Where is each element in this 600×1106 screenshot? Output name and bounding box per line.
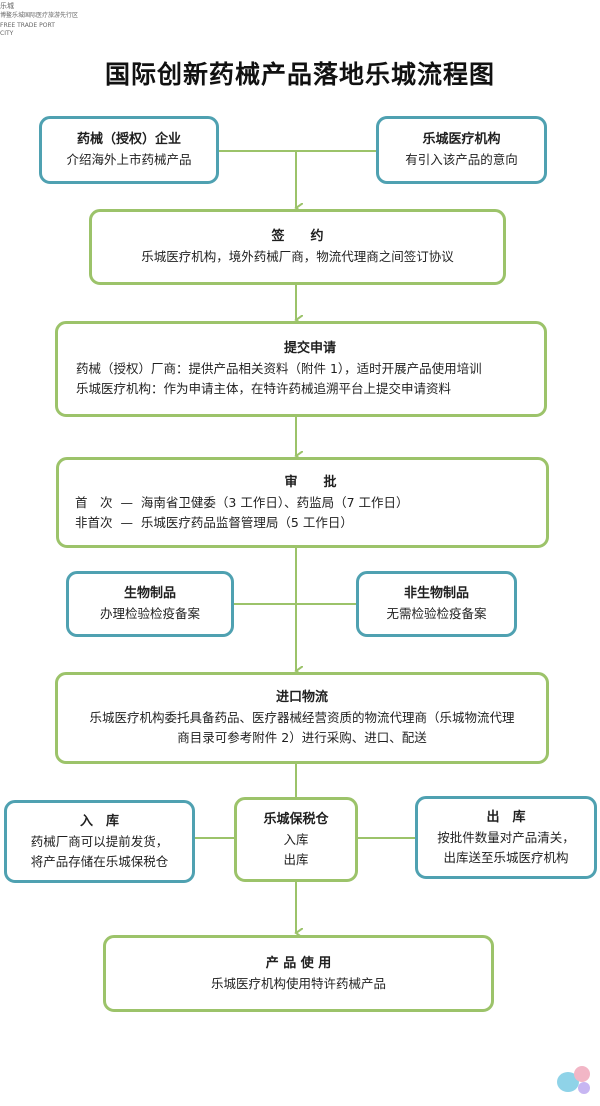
node-enterprise-title: 药械（授权）企业 bbox=[76, 132, 181, 147]
node-sign: 签 约 乐城医疗机构，境外药械厂商，物流代理商之间签订协议 bbox=[89, 209, 506, 285]
node-bio: 生物制品 办理检验检疫备案 bbox=[66, 571, 234, 637]
node-institution-desc: 有引入该产品的意向 bbox=[405, 152, 518, 167]
node-outbound-line-2: 出库送至乐城医疗机构 bbox=[443, 849, 569, 865]
node-approve: 审 批 首 次 — 海南省卫健委（3 工作日）、药监局（7 工作日） 非首次 —… bbox=[56, 457, 549, 548]
logo-line-2: 博鳌乐城国际医疗旅游先行区 bbox=[0, 12, 79, 19]
node-use-title: 产 品 使 用 bbox=[265, 955, 332, 971]
node-sign-desc: 乐城医疗机构，境外药械厂商，物流代理商之间签订协议 bbox=[141, 249, 454, 264]
node-enterprise: 药械（授权）企业 介绍海外上市药械产品 bbox=[39, 116, 219, 184]
node-enterprise-desc: 介绍海外上市药械产品 bbox=[66, 152, 192, 167]
node-outbound-title: 出 库 bbox=[486, 809, 526, 825]
node-import-line-1: 乐城医疗机构委托具备药品、医疗器械经营资质的物流代理商（乐城物流代理 bbox=[89, 710, 515, 725]
node-institution-title: 乐城医疗机构 bbox=[422, 132, 501, 147]
node-approve-line-2: 非首次 — 乐城医疗药品监督管理局（5 工作日） bbox=[75, 514, 353, 530]
node-submit-title: 提交申请 bbox=[283, 341, 336, 356]
node-bio-title: 生物制品 bbox=[123, 586, 176, 601]
logo: 乐城 博鳌乐城国际医疗旅游先行区 FREE TRADE PORT CITY bbox=[0, 0, 78, 50]
node-use-desc: 乐城医疗机构使用特许药械产品 bbox=[210, 975, 386, 991]
node-import-title: 进口物流 bbox=[275, 690, 328, 705]
node-warehouse-title: 乐城保税仓 bbox=[263, 811, 329, 827]
logo-line-3: FREE TRADE PORT bbox=[0, 22, 55, 29]
node-import-line-2: 商目录可参考附件 2）进行采购、进口、配送 bbox=[177, 730, 427, 745]
node-outbound: 出 库 按批件数量对产品清关， 出库送至乐城医疗机构 bbox=[415, 796, 597, 879]
node-approve-line-1: 首 次 — 海南省卫健委（3 工作日）、药监局（7 工作日） bbox=[75, 494, 409, 510]
node-nonbio: 非生物制品 无需检验检疫备案 bbox=[356, 571, 517, 637]
node-warehouse-line-1: 入库 bbox=[283, 831, 309, 847]
node-inbound-line-1: 药械厂商可以提前发货， bbox=[30, 833, 169, 849]
node-bio-desc: 办理检验检疫备案 bbox=[99, 606, 200, 621]
node-import: 进口物流 乐城医疗机构委托具备药品、医疗器械经营资质的物流代理商（乐城物流代理 … bbox=[55, 672, 549, 764]
node-warehouse: 乐城保税仓 入库 出库 bbox=[234, 797, 358, 882]
node-submit-line-2: 乐城医疗机构：作为申请主体，在特许药械追溯平台上提交申请资料 bbox=[76, 381, 452, 396]
node-submit-line-1: 药械（授权）厂商：提供产品相关资料（附件 1），适时开展产品使用培训 bbox=[76, 361, 482, 376]
mascot-decoration-icon bbox=[557, 1066, 590, 1094]
page-title: 国际创新药械产品落地乐城流程图 bbox=[104, 60, 495, 89]
node-warehouse-line-2: 出库 bbox=[283, 851, 309, 867]
node-outbound-line-1: 按批件数量对产品清关， bbox=[437, 829, 575, 845]
logo-line-1: 乐城 bbox=[0, 2, 14, 10]
node-inbound: 入 库 药械厂商可以提前发货， 将产品存储在乐城保税仓 bbox=[4, 800, 195, 883]
node-submit: 提交申请 药械（授权）厂商：提供产品相关资料（附件 1），适时开展产品使用培训 … bbox=[55, 321, 547, 417]
node-approve-title: 审 批 bbox=[284, 474, 337, 490]
node-inbound-title: 入 库 bbox=[79, 813, 119, 829]
node-use: 产 品 使 用 乐城医疗机构使用特许药械产品 bbox=[103, 935, 494, 1012]
node-nonbio-title: 非生物制品 bbox=[403, 586, 469, 601]
node-nonbio-desc: 无需检验检疫备案 bbox=[386, 606, 487, 621]
logo-line-4: CITY bbox=[0, 30, 14, 37]
node-institution: 乐城医疗机构 有引入该产品的意向 bbox=[376, 116, 547, 184]
node-sign-title: 签 约 bbox=[271, 229, 324, 244]
node-inbound-line-2: 将产品存储在乐城保税仓 bbox=[30, 853, 169, 869]
